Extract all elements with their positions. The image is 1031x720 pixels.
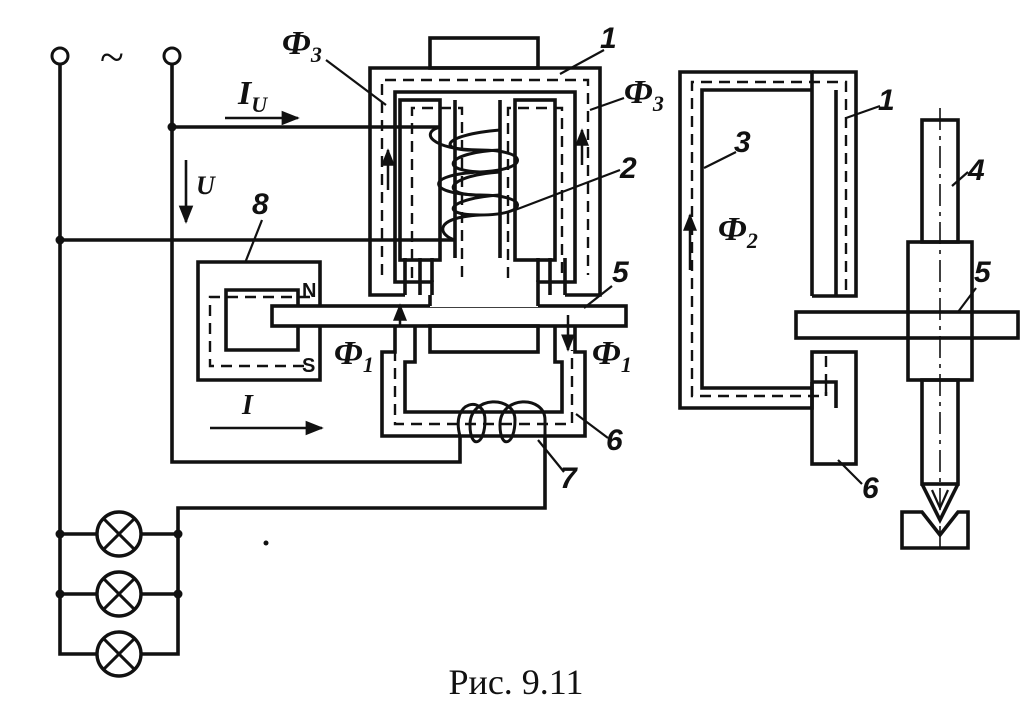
current-core-center-tab [428,324,540,354]
flux-3-path-outer [380,78,590,275]
leader-part-1-right [845,104,881,120]
part-7-label: 7 [560,462,578,495]
voltage-label: U [196,171,216,200]
magnet-inner [224,288,300,352]
leader-part-5-right [957,287,977,313]
core-gap-lines [428,295,540,306]
flux-3-label-right: Ф3 [624,74,664,116]
leader-flux-3-left [325,59,387,106]
flux-1-label-right: Ф1 [592,335,632,377]
junction-dot [167,122,177,132]
permanent-magnet-8: N S [196,260,322,382]
core-3-inner [700,88,812,390]
load-lamps [55,510,183,678]
core-middle-limb [453,100,502,258]
part-5-label-right: 5 [974,256,992,289]
part-6-label-left: 6 [606,424,623,457]
leader-part-7 [537,439,565,473]
core-6-side-step [812,380,838,408]
leader-part-3 [703,151,737,169]
current-u-label: IU [237,75,268,117]
magnet-outer [196,260,322,382]
voltage-core-1 [368,36,602,297]
part-8-label: 8 [252,188,269,221]
core-left-inner-limb [398,98,442,262]
voltage-coil-back-windings [448,128,501,217]
leader-part-4 [951,171,969,187]
junction-dot [55,235,65,245]
terminal-left [50,46,70,66]
right-supply-wire [170,64,462,464]
core-1-side-outer [812,70,858,298]
leader-part-5-left [583,285,613,309]
core-pole-tips [403,258,567,295]
current-label: I [241,390,254,421]
magnet-flux-path [208,295,310,368]
flux-3-label-left: Ф3 [282,25,322,67]
current-coil-7 [456,400,547,444]
part-5-label-left: 5 [612,256,630,289]
core-inner-slot [393,90,577,295]
core-limb-stubs [430,258,540,282]
pole-s-label: S [302,355,315,377]
supply-wiring: ~ [50,33,547,534]
leader-part-1 [559,49,605,75]
side-view [678,70,1020,552]
ac-supply-symbol: ~ [100,33,124,82]
core-right-inner-limb [513,98,557,262]
lamp-1 [95,510,143,558]
part-3-label: 3 [734,126,751,159]
leader-part-8 [243,219,264,264]
voltage-coil-2 [428,125,519,242]
core-outer [368,66,602,297]
flux-2-label: Ф2 [718,211,758,253]
part-4-label: 4 [967,154,985,187]
leader-part-6-left [575,413,609,439]
disk-5-side-view [270,295,628,328]
flux-3-path-inner [410,106,564,278]
leader-part-6-right [837,459,863,485]
part-1-label: 1 [600,22,617,55]
flux-2-path [690,80,848,398]
load-wire [176,436,547,534]
lamp-2 [95,570,143,618]
figure-caption: Рис. 9.11 [449,662,584,702]
disk-5-left [270,304,628,328]
stray-dot [263,540,269,546]
labels: Ф3 Ф3 1 2 IU U 8 5 Ф1 Ф1 I 6 7 1 3 [196,22,992,505]
core-top-tab [428,36,540,70]
lamp-3 [95,630,143,678]
part-2-label: 2 [619,152,637,185]
part-6-label-right: 6 [862,472,879,505]
current-coil-windings [456,400,547,444]
direction-arrows [178,110,324,436]
core-6-side [810,350,858,466]
bearing-block [900,510,970,550]
part-1-label-right: 1 [878,84,895,117]
leader-flux-3-right [589,96,625,112]
pole-n-label: N [302,280,316,302]
voltage-coil-windings [428,125,519,242]
terminal-right [162,46,182,66]
leader-part-2 [514,168,621,212]
flux-1-label-left: Ф1 [334,335,374,377]
